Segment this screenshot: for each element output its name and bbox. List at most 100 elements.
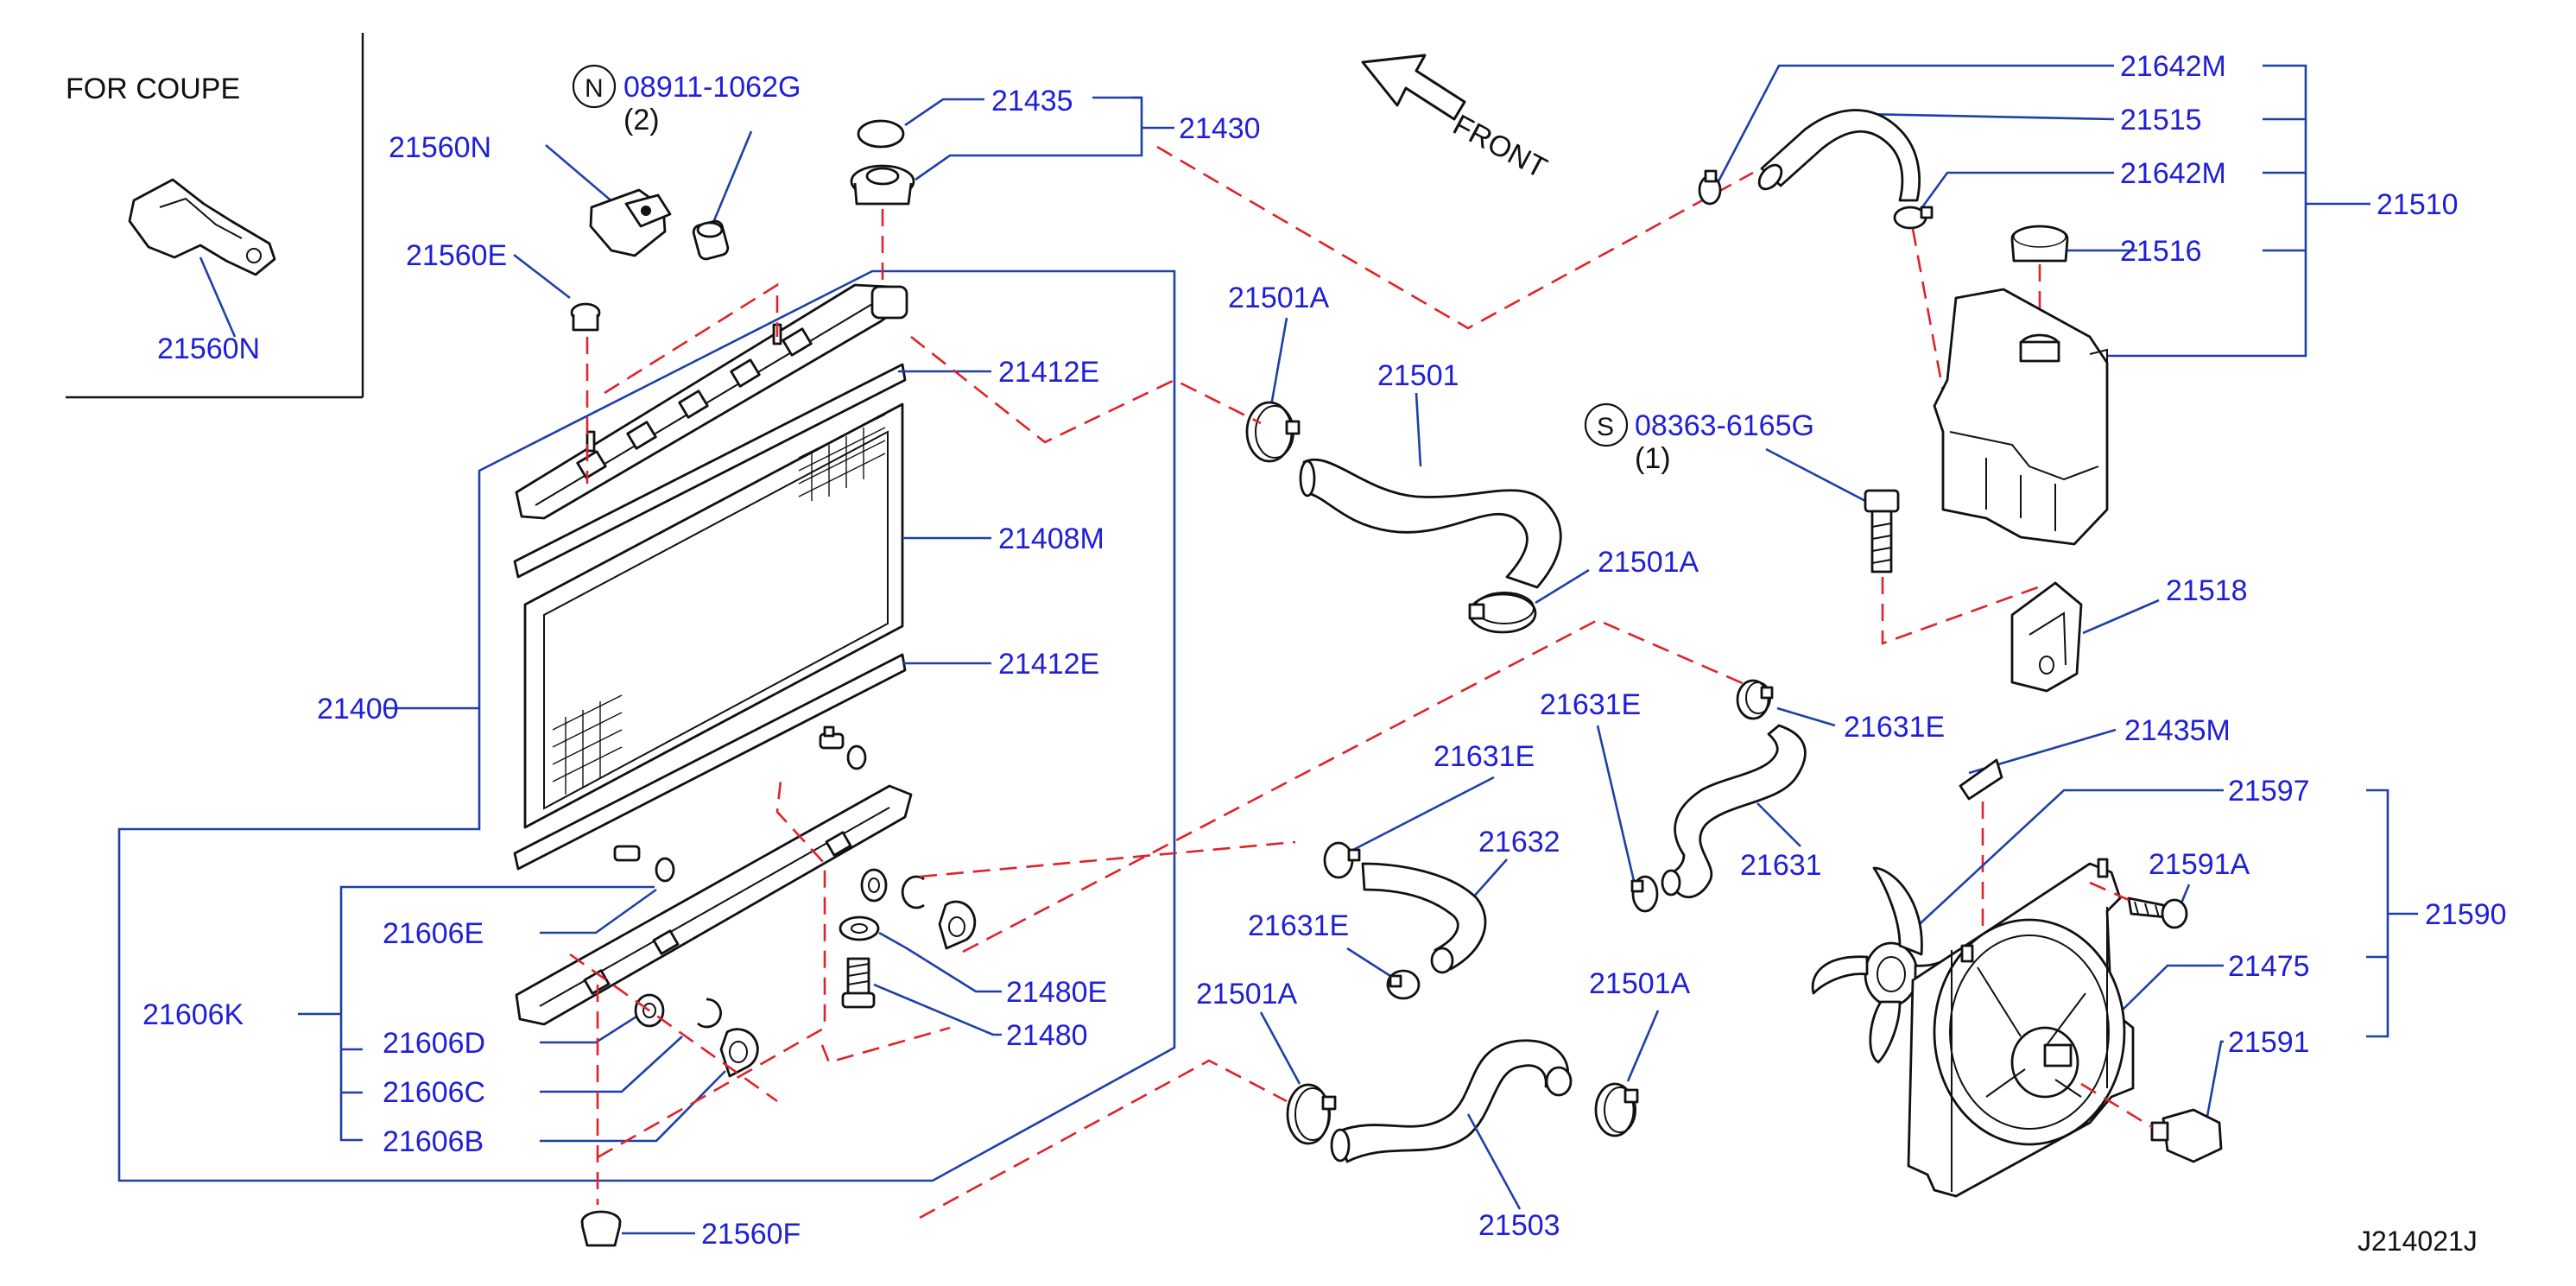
- badge-circle-S: [1584, 402, 1629, 447]
- seal-21435-drawing: [857, 119, 905, 149]
- leader-21510-bracket: [2107, 64, 2370, 358]
- dash-connector: [2080, 1082, 2153, 1129]
- radiator-filler-neck: [870, 285, 908, 320]
- label-21597: 21597: [2228, 775, 2310, 808]
- clamp-21501A-4-drawing: [1594, 1082, 1639, 1137]
- hose-21632-drawing: [1361, 862, 1487, 974]
- badge-S: S: [1597, 413, 1614, 441]
- grommet-21560F-drawing: [580, 1210, 622, 1247]
- label-21480E: 21480E: [1006, 976, 1107, 1009]
- radiator-lower-tank: [515, 784, 913, 1026]
- label-21430: 21430: [1179, 112, 1261, 145]
- leader-21560E: [513, 253, 571, 300]
- leader-21606E: [540, 888, 657, 934]
- grommet-pins-drawing: [634, 993, 759, 1078]
- label-21642M-lower: 21642M: [2120, 157, 2226, 190]
- seal-lower-drawing: [513, 653, 907, 871]
- cap-21516-drawing: [2010, 225, 2069, 263]
- leader-21631E-lower: [1346, 947, 1391, 978]
- leader-21642M-lower: [1911, 171, 2114, 221]
- clamp-21501A-1-drawing: [1245, 401, 1301, 463]
- dash-bolt-bracket: [1881, 577, 2044, 657]
- leader-21606C: [540, 1036, 683, 1093]
- label-21516: 21516: [2120, 235, 2202, 268]
- core-mesh-top: [798, 414, 886, 501]
- label-08363-6165G: 08363-6165G: [1635, 409, 1814, 442]
- leader-21501A-2: [1535, 568, 1590, 605]
- leader-21501A-1: [1269, 317, 1288, 407]
- fan-motor-shroud-drawing: [1907, 858, 2135, 1198]
- leader-21631E-left: [1596, 725, 1636, 882]
- dash-hose-to-tank: [1911, 228, 1949, 415]
- leader-frame-radiator-assy: [117, 269, 1176, 1182]
- label-21501A-1: 21501A: [1228, 282, 1330, 314]
- diagram-ref-code: J214021J: [2358, 1226, 2478, 1257]
- label-21412E-lower: 21412E: [998, 648, 1099, 681]
- qty-08363-6165G: (1): [1635, 442, 1671, 475]
- label-21435: 21435: [991, 85, 1073, 117]
- label-21560E: 21560E: [406, 239, 507, 272]
- bolt-21480-drawing: [841, 957, 876, 1009]
- leader-21501A-3: [1259, 1011, 1301, 1085]
- grommet-21560E-drawing: [570, 302, 601, 332]
- badge-circle-N: [572, 64, 617, 109]
- dash-cap-overflow: [1156, 145, 1754, 330]
- leader-08911-1062G: [711, 130, 753, 225]
- nut-08911-drawing: [692, 219, 730, 261]
- label-21435M: 21435M: [2124, 714, 2231, 747]
- label-21510: 21510: [2377, 188, 2459, 221]
- label-21591: 21591: [2228, 1026, 2310, 1059]
- label-21606B: 21606B: [383, 1125, 484, 1158]
- label-21590: 21590: [2425, 898, 2507, 931]
- inset-title: FOR COUPE: [66, 73, 240, 105]
- leader-21560N-inset: [199, 257, 237, 338]
- dash-screw: [2089, 881, 2130, 902]
- label-21631E-right: 21631E: [1844, 711, 1945, 744]
- label-21591A: 21591A: [2149, 848, 2250, 881]
- clamp-21501A-3-drawing: [1286, 1083, 1337, 1145]
- label-08911-1062G: 08911-1062G: [623, 71, 801, 104]
- leader-21642M-upper: [1717, 64, 2114, 182]
- radiator-core: [523, 402, 904, 829]
- label-21501A-4: 21501A: [1589, 967, 1691, 1000]
- badge-N: N: [585, 74, 604, 103]
- hose-21503-drawing: [1330, 1039, 1573, 1163]
- leader-21606K-bracket: [298, 885, 655, 1142]
- bracket-21560N-drawing: [589, 188, 672, 257]
- leader-21606B: [540, 1070, 726, 1143]
- leader-21503: [1466, 1113, 1522, 1210]
- clamp-21631E-4-drawing: [1386, 969, 1421, 1000]
- cap-21430-drawing: [850, 164, 915, 206]
- dash-lower-bracket: [597, 772, 826, 1159]
- connector-21591-drawing: [2150, 1108, 2223, 1163]
- dash-bracket-2: [820, 1026, 951, 1064]
- clamp-21642M-lower-drawing: [1893, 206, 1934, 230]
- leader-08363-6165G: [1765, 447, 1866, 503]
- leader-21632: [1472, 858, 1508, 899]
- bracket-coupe-drawing: [128, 178, 276, 276]
- reservoir-tank-drawing: [1933, 288, 2109, 546]
- leader-21631E-upper: [1351, 776, 1495, 852]
- dash-lower-to-21632: [919, 840, 1296, 878]
- leader-21631E-right: [1776, 706, 1836, 727]
- hose-21515-drawing: [1757, 109, 1921, 202]
- label-21631E-left: 21631E: [1540, 688, 1641, 721]
- leader-21606D: [540, 1009, 647, 1044]
- leader-21515: [1860, 112, 2115, 121]
- label-21501: 21501: [1377, 359, 1459, 392]
- label-21475: 21475: [2228, 950, 2310, 983]
- leader-21560N: [545, 144, 616, 205]
- label-21515: 21515: [2120, 104, 2202, 136]
- dash-21606: [569, 953, 778, 1103]
- clamp-21631E-3-drawing: [1323, 841, 1361, 879]
- leader-21591: [2205, 1040, 2224, 1122]
- label-21606K: 21606K: [142, 998, 244, 1031]
- radiator-drawing: [513, 283, 913, 1026]
- bolt-08363-drawing: [1864, 489, 1900, 573]
- dash-upper-hose: [910, 335, 1262, 444]
- leader-21590-bracket: [2366, 789, 2418, 1038]
- label-21631E-upper: 21631E: [1434, 740, 1535, 773]
- label-21560N-inset: 21560N: [157, 333, 260, 365]
- label-21501A-3: 21501A: [1196, 978, 1298, 1010]
- label-21480: 21480: [1006, 1019, 1088, 1052]
